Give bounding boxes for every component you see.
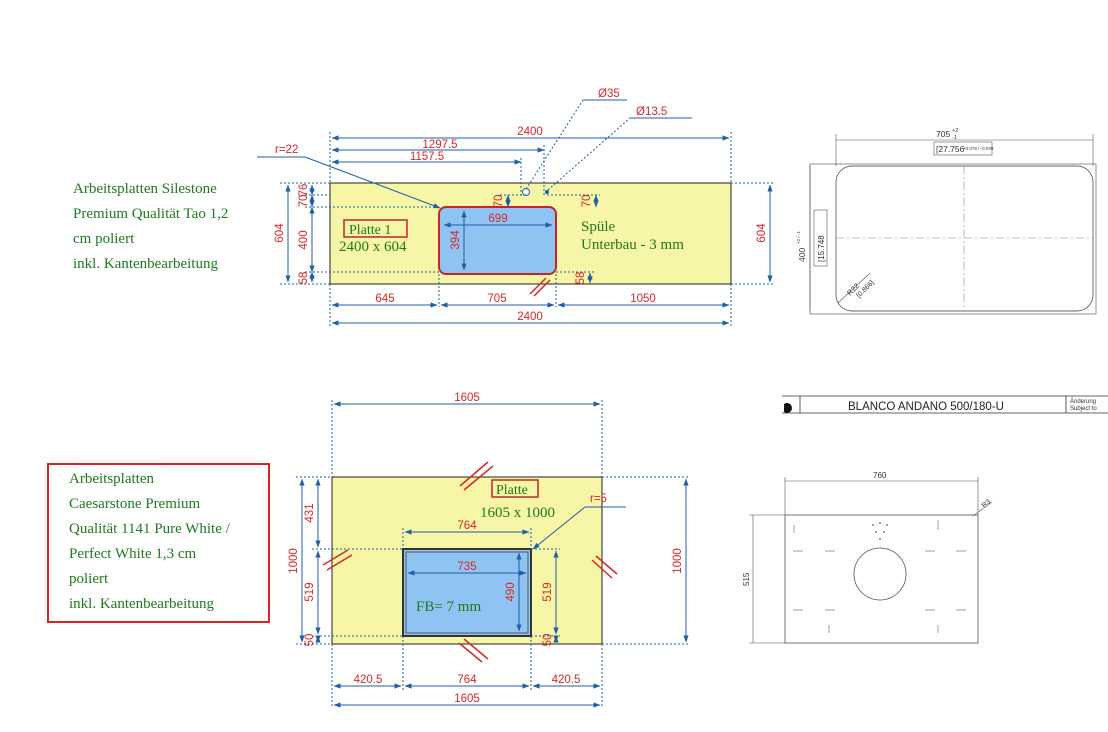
dim-58: 58	[298, 272, 310, 285]
reference-sink-top: 705 +2 -1 [27.756 +0.079 / -0.039 400 +2…	[796, 128, 1097, 315]
dim-1157: 1157.5	[410, 151, 444, 163]
dim-70b: 70	[581, 195, 593, 208]
dim-58-right: 58	[575, 272, 587, 285]
dim-50-left: 50	[304, 634, 316, 647]
plate-size: 1605 x 1000	[480, 505, 555, 521]
dim-519-right: 519	[542, 582, 554, 601]
dim-76: 76	[298, 184, 310, 197]
ref-height: 400	[797, 248, 807, 262]
plate-label-box	[343, 219, 408, 238]
ref-model: BLANCO ANDANO 500/180-U	[848, 401, 1004, 413]
dim-1050: 1050	[630, 293, 656, 305]
description-line: inkl. Kantenbearbeitung	[73, 256, 218, 272]
top-material-description: Arbeitsplatten Silestone Premium Qualitä…	[73, 177, 228, 277]
dim-431: 431	[304, 503, 316, 522]
dim-420a: 420.5	[354, 674, 383, 686]
dim-705: 705	[487, 293, 506, 305]
dim-519-left: 519	[304, 582, 316, 601]
ref-bottom-width: 760	[873, 471, 887, 480]
dim-2400-bottom: 2400	[517, 311, 543, 323]
description-line: Perfect White 1,3 cm	[69, 546, 197, 562]
ref-height-tol: +2 / -1	[796, 231, 801, 244]
description-line: Qualität 1141 Pure White /	[69, 521, 230, 537]
dim-radius-bottom: r=5	[590, 493, 607, 505]
tap-hole-large	[522, 188, 530, 196]
dim-50-right: 50	[542, 634, 554, 647]
dim-1605-bottom: 1605	[454, 693, 480, 705]
description-line: inkl. Kantenbearbeitung	[69, 596, 214, 612]
description-line: Arbeitsplatten Silestone	[73, 181, 217, 197]
plate-size: 2400 x 604	[339, 239, 407, 255]
plate-label: Platte 1	[349, 223, 391, 238]
dim-height-604-right: 604	[756, 223, 768, 243]
dim-645: 645	[375, 293, 394, 305]
dim-735: 735	[457, 561, 476, 573]
dim-70c: 70	[298, 195, 310, 208]
plate-label: Platte	[496, 483, 528, 498]
plate-label-box	[491, 479, 539, 498]
dim-490: 490	[505, 582, 517, 601]
dim-400: 400	[298, 230, 310, 249]
sink-cutout	[402, 548, 532, 637]
ref-width-inch-tol: +0.079 / -0.039	[963, 146, 994, 151]
ref-bottom-height: 515	[742, 572, 751, 586]
ref-change-1: Änderung	[1070, 398, 1096, 405]
tap-hole-small	[545, 190, 549, 194]
dim-hole-a: Ø35	[598, 88, 620, 100]
ref-bottom-radius: R3	[981, 498, 992, 509]
fb-label: FB= 7 mm	[416, 599, 481, 615]
dim-70a: 70	[493, 195, 505, 208]
ref-height-inch: [15.748	[817, 235, 826, 262]
drain-icon	[853, 547, 907, 601]
dim-1000-right: 1000	[672, 548, 684, 574]
dim-hole-b: Ø13.5	[636, 106, 667, 118]
ref-width-inch: [27.756	[936, 144, 965, 154]
dim-overall: 2400	[517, 126, 543, 138]
description-line: Arbeitsplatten	[69, 471, 154, 487]
dim-1297: 1297.5	[422, 139, 457, 151]
bottom-plan: 1605 764 735 490 r=5 1000 431 519 50 519	[288, 392, 690, 708]
dim-764-bottom: 764	[457, 674, 477, 686]
description-line: Premium Qualität Tao 1,2	[73, 206, 229, 222]
ref-width-sup: +2	[952, 128, 958, 134]
dim-sink-height: 394	[450, 230, 462, 250]
dim-764-inner: 764	[457, 520, 477, 532]
dim-1000-left: 1000	[288, 548, 300, 574]
bottom-material-description: Arbeitsplatten Caesarstone Premium Quali…	[47, 463, 270, 623]
ref-width-sub: -1	[952, 135, 957, 141]
reference-sink-bottom: BLANCO ANDANO 500/180-U Änderung Subject…	[742, 395, 1108, 644]
dim-height-604: 604	[274, 223, 286, 243]
dim-420b: 420.5	[552, 674, 581, 686]
top-plan: 2400 1297.5 1157.5 Ø35 Ø13.5 r=22 70 70 …	[257, 88, 775, 326]
dim-sink-width: 699	[488, 213, 507, 225]
dim-radius: r=22	[275, 144, 298, 156]
dim-1605-top: 1605	[454, 392, 480, 404]
description-line: Caesarstone Premium	[69, 496, 201, 512]
ref-change-2: Subject to	[1070, 406, 1097, 412]
reference-sink-outline	[835, 165, 1094, 312]
ref-width: 705	[936, 129, 950, 139]
description-line: poliert	[69, 571, 109, 587]
sink-label: Spüle	[581, 219, 616, 235]
description-line: cm poliert	[73, 231, 135, 247]
sink-mount: Unterbau - 3 mm	[581, 237, 684, 253]
